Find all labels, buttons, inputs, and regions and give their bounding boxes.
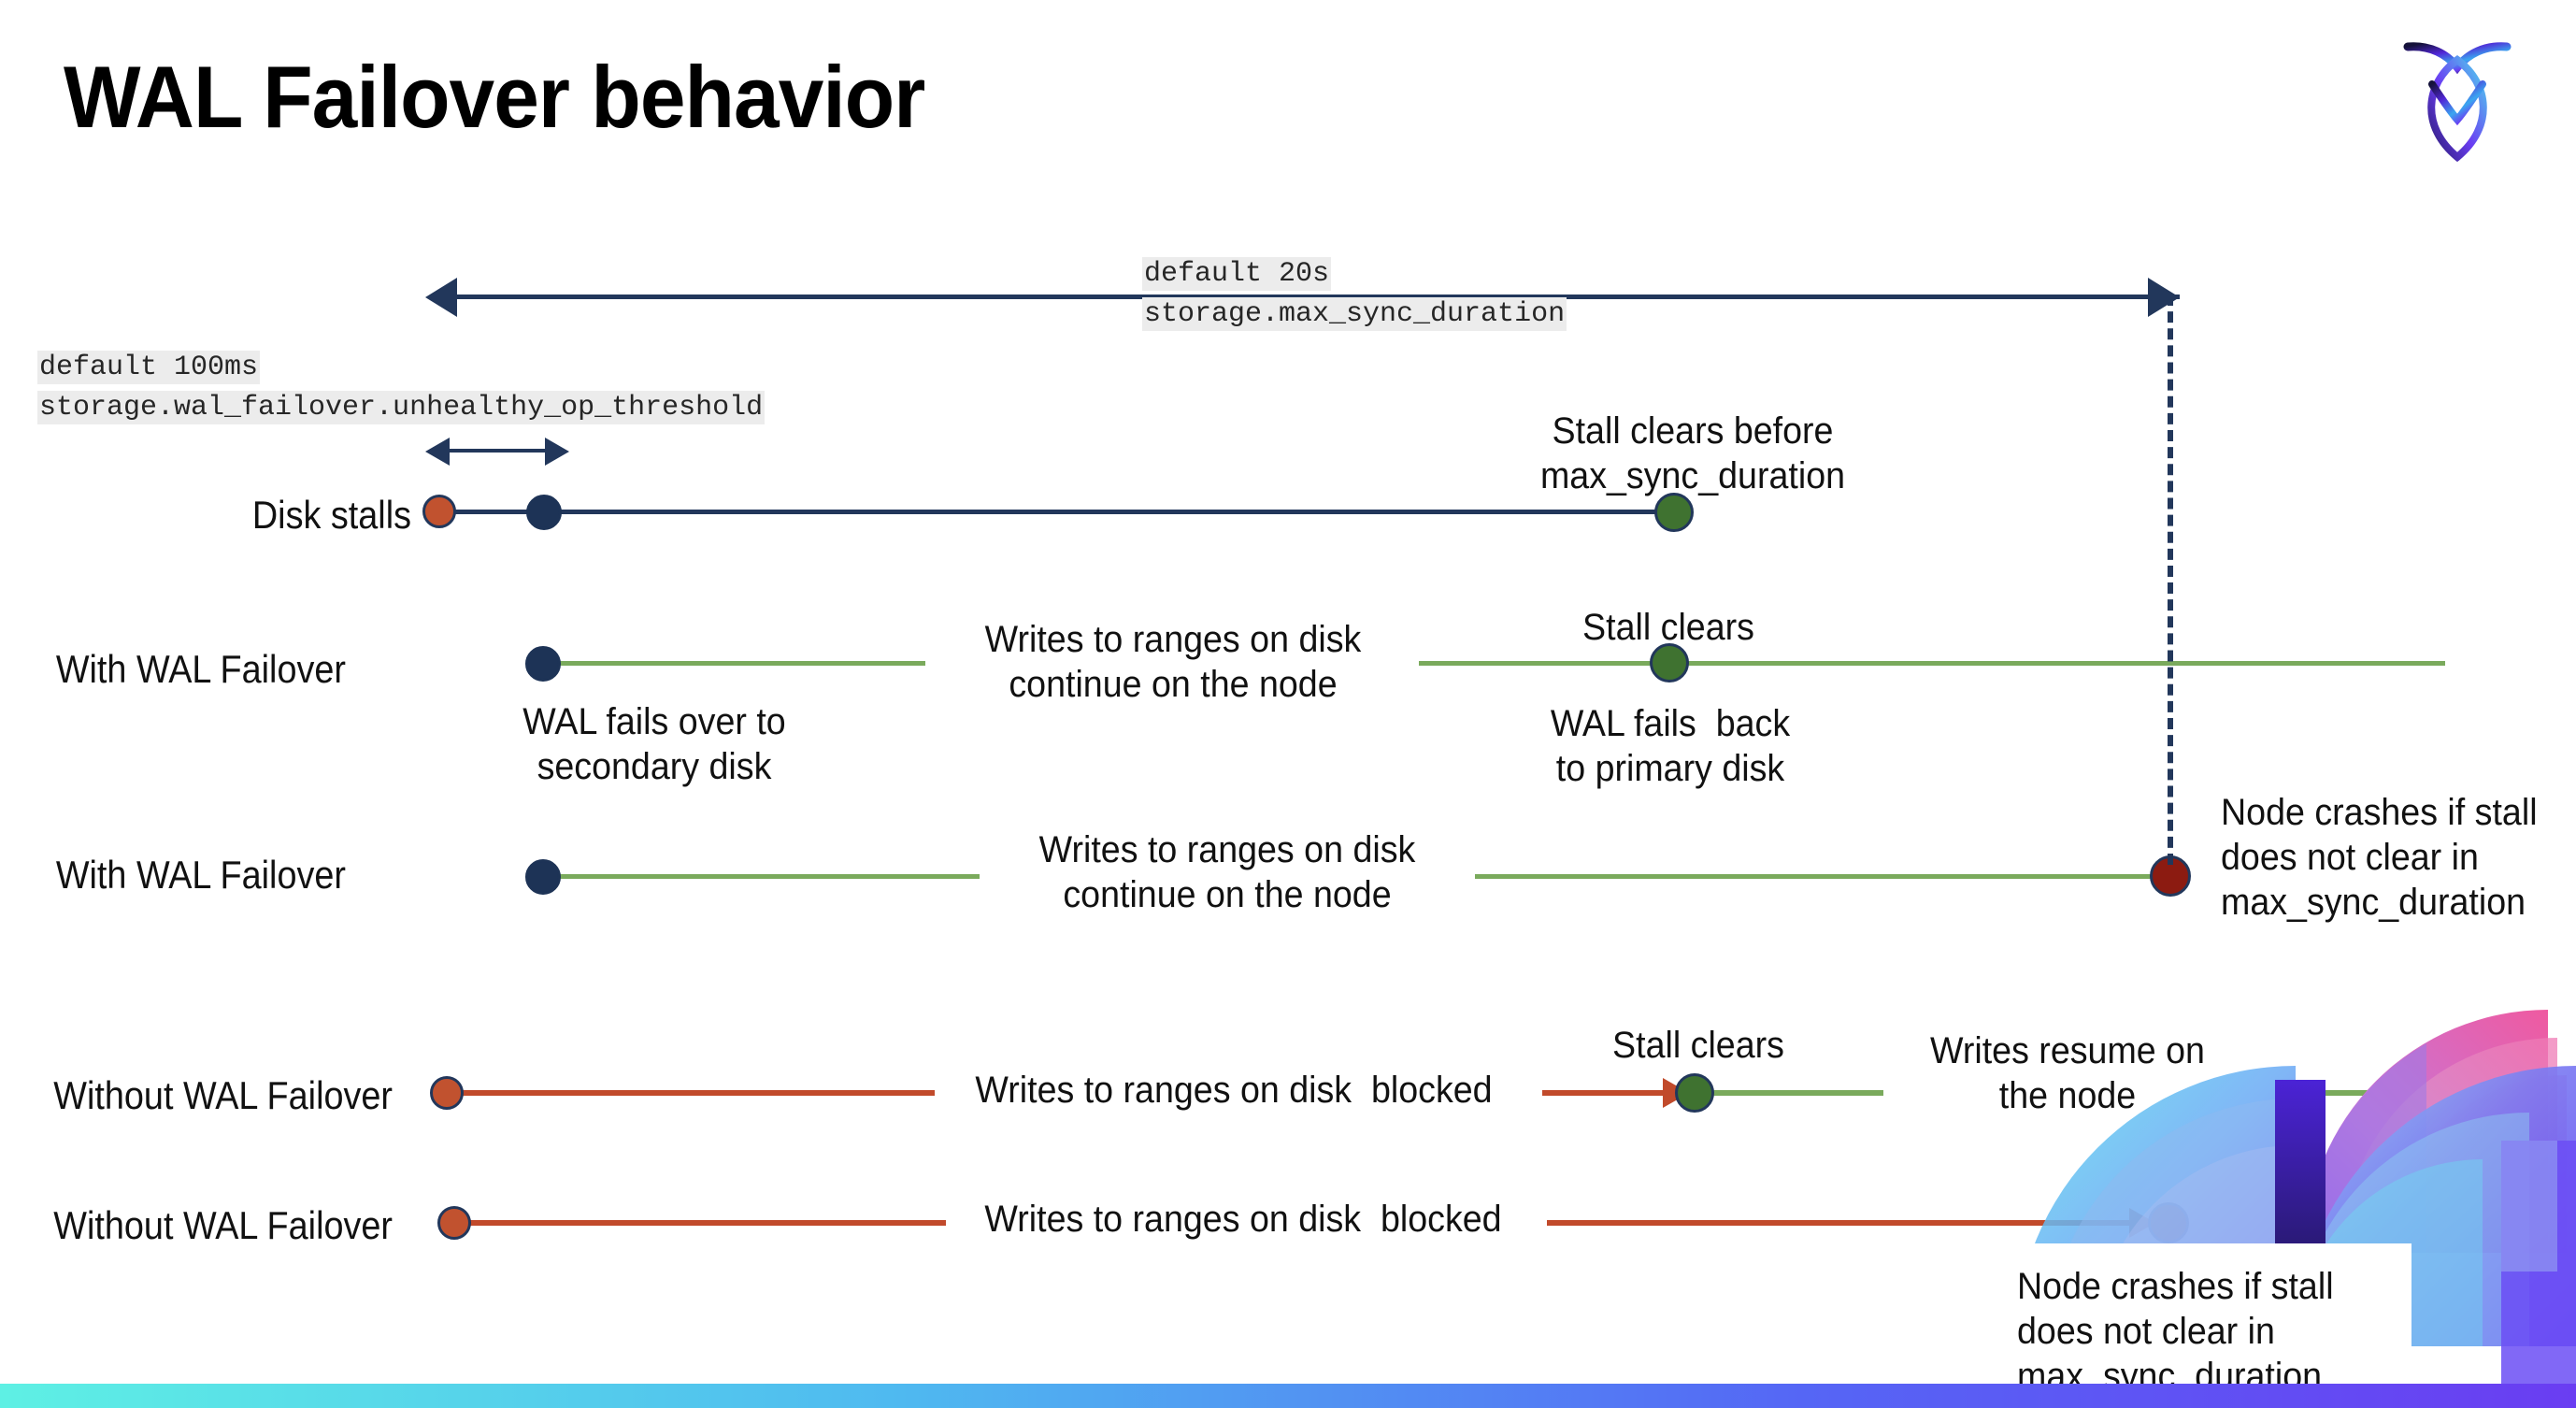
without-failover-1-start-red-dot bbox=[430, 1076, 464, 1110]
with-failover-1-line-seg1 bbox=[537, 661, 925, 666]
row-label-disk-stalls: Disk stalls bbox=[251, 493, 411, 537]
max-sync-default-label: default 20s bbox=[1142, 257, 1332, 291]
without-failover-2-start-red-dot bbox=[437, 1206, 471, 1240]
with-failover-2-failover-navy-dot bbox=[525, 859, 561, 895]
without-failover-1-line-seg2 bbox=[1542, 1090, 1678, 1096]
cockroachdb-logo-icon bbox=[2397, 26, 2518, 166]
without-failover-2-line-seg2 bbox=[1547, 1220, 2145, 1226]
row-label-with-wal-failover-1: With WAL Failover bbox=[55, 647, 347, 691]
without-failover-2-node-crash-dot bbox=[2148, 1202, 2189, 1243]
with-failover-1-line-seg2 bbox=[1419, 661, 2445, 666]
without-failover-1-clear-green-dot bbox=[1675, 1073, 1714, 1113]
disk-stalls-clear-green-dot bbox=[1654, 493, 1694, 532]
without-failover-1-line-seg1 bbox=[449, 1090, 935, 1096]
row-label-without-wal-failover-2: Without WAL Failover bbox=[53, 1203, 394, 1247]
annotation-node-crashes-2: Node crashes if stall does not clear in … bbox=[2017, 1266, 2334, 1397]
annotation-stall-clears-before: Stall clears before max_sync_duration bbox=[1539, 410, 1846, 496]
max-sync-arrow-right-head bbox=[2148, 278, 2180, 317]
annotation-writes-continue-1: Writes to ranges on disk continue on the… bbox=[984, 619, 1362, 705]
disk-stalls-start-red-dot bbox=[422, 495, 456, 528]
annotation-writes-blocked-2: Writes to ranges on disk blocked bbox=[984, 1199, 1502, 1240]
bottom-gradient-bar bbox=[0, 1384, 2576, 1408]
annotation-node-crashes-1: Node crashes if stall does not clear in … bbox=[2221, 792, 2538, 923]
with-failover-1-clear-green-dot bbox=[1650, 643, 1689, 682]
max-sync-arrow-left-head bbox=[425, 278, 457, 317]
annotation-wal-fails-over: WAL fails over to secondary disk bbox=[522, 701, 786, 787]
threshold-arrow-left-head bbox=[425, 438, 450, 466]
node-crash-callout-box bbox=[1991, 1243, 2411, 1408]
annotation-stall-clears-1: Stall clears bbox=[1582, 607, 1754, 648]
without-failover-2-line-seg1 bbox=[460, 1220, 946, 1226]
max-sync-duration-span-line bbox=[455, 295, 2180, 299]
threshold-span-line bbox=[448, 449, 551, 453]
annotation-writes-continue-2: Writes to ranges on disk continue on the… bbox=[1038, 829, 1416, 915]
threshold-arrow-right-head bbox=[545, 438, 569, 466]
with-failover-1-failover-navy-dot bbox=[525, 646, 561, 682]
annotation-writes-resume: Writes resume on the node bbox=[1930, 1030, 2205, 1116]
without-failover-1-green-resume-line bbox=[1706, 1090, 1883, 1096]
disk-stalls-line bbox=[439, 510, 1673, 514]
annotation-stall-clears-2: Stall clears bbox=[1612, 1025, 1784, 1066]
unhealthy-op-name-label: storage.wal_failover.unhealthy_op_thresh… bbox=[37, 391, 766, 424]
annotation-wal-fails-back: WAL fails back to primary disk bbox=[1550, 703, 1791, 789]
page-title: WAL Failover behavior bbox=[64, 48, 925, 146]
unhealthy-op-threshold-setting: default 100ms storage.wal_failover.unhea… bbox=[37, 348, 766, 428]
with-failover-2-line-seg2 bbox=[1475, 874, 2167, 879]
max-sync-duration-setting: default 20s storage.max_sync_duration bbox=[1142, 254, 1567, 335]
max-sync-duration-dashed-connector bbox=[2168, 295, 2173, 865]
max-sync-name-label: storage.max_sync_duration bbox=[1142, 297, 1567, 331]
annotation-writes-blocked-1: Writes to ranges on disk blocked bbox=[975, 1070, 1493, 1111]
without-failover-1-green-resume-line-2 bbox=[2288, 1090, 2452, 1096]
disk-stalls-failover-navy-dot bbox=[526, 495, 562, 530]
row-label-with-wal-failover-2: With WAL Failover bbox=[55, 853, 347, 897]
with-failover-2-line-seg1 bbox=[540, 874, 980, 879]
unhealthy-op-default-label: default 100ms bbox=[37, 351, 261, 384]
row-label-without-wal-failover-1: Without WAL Failover bbox=[53, 1073, 394, 1117]
